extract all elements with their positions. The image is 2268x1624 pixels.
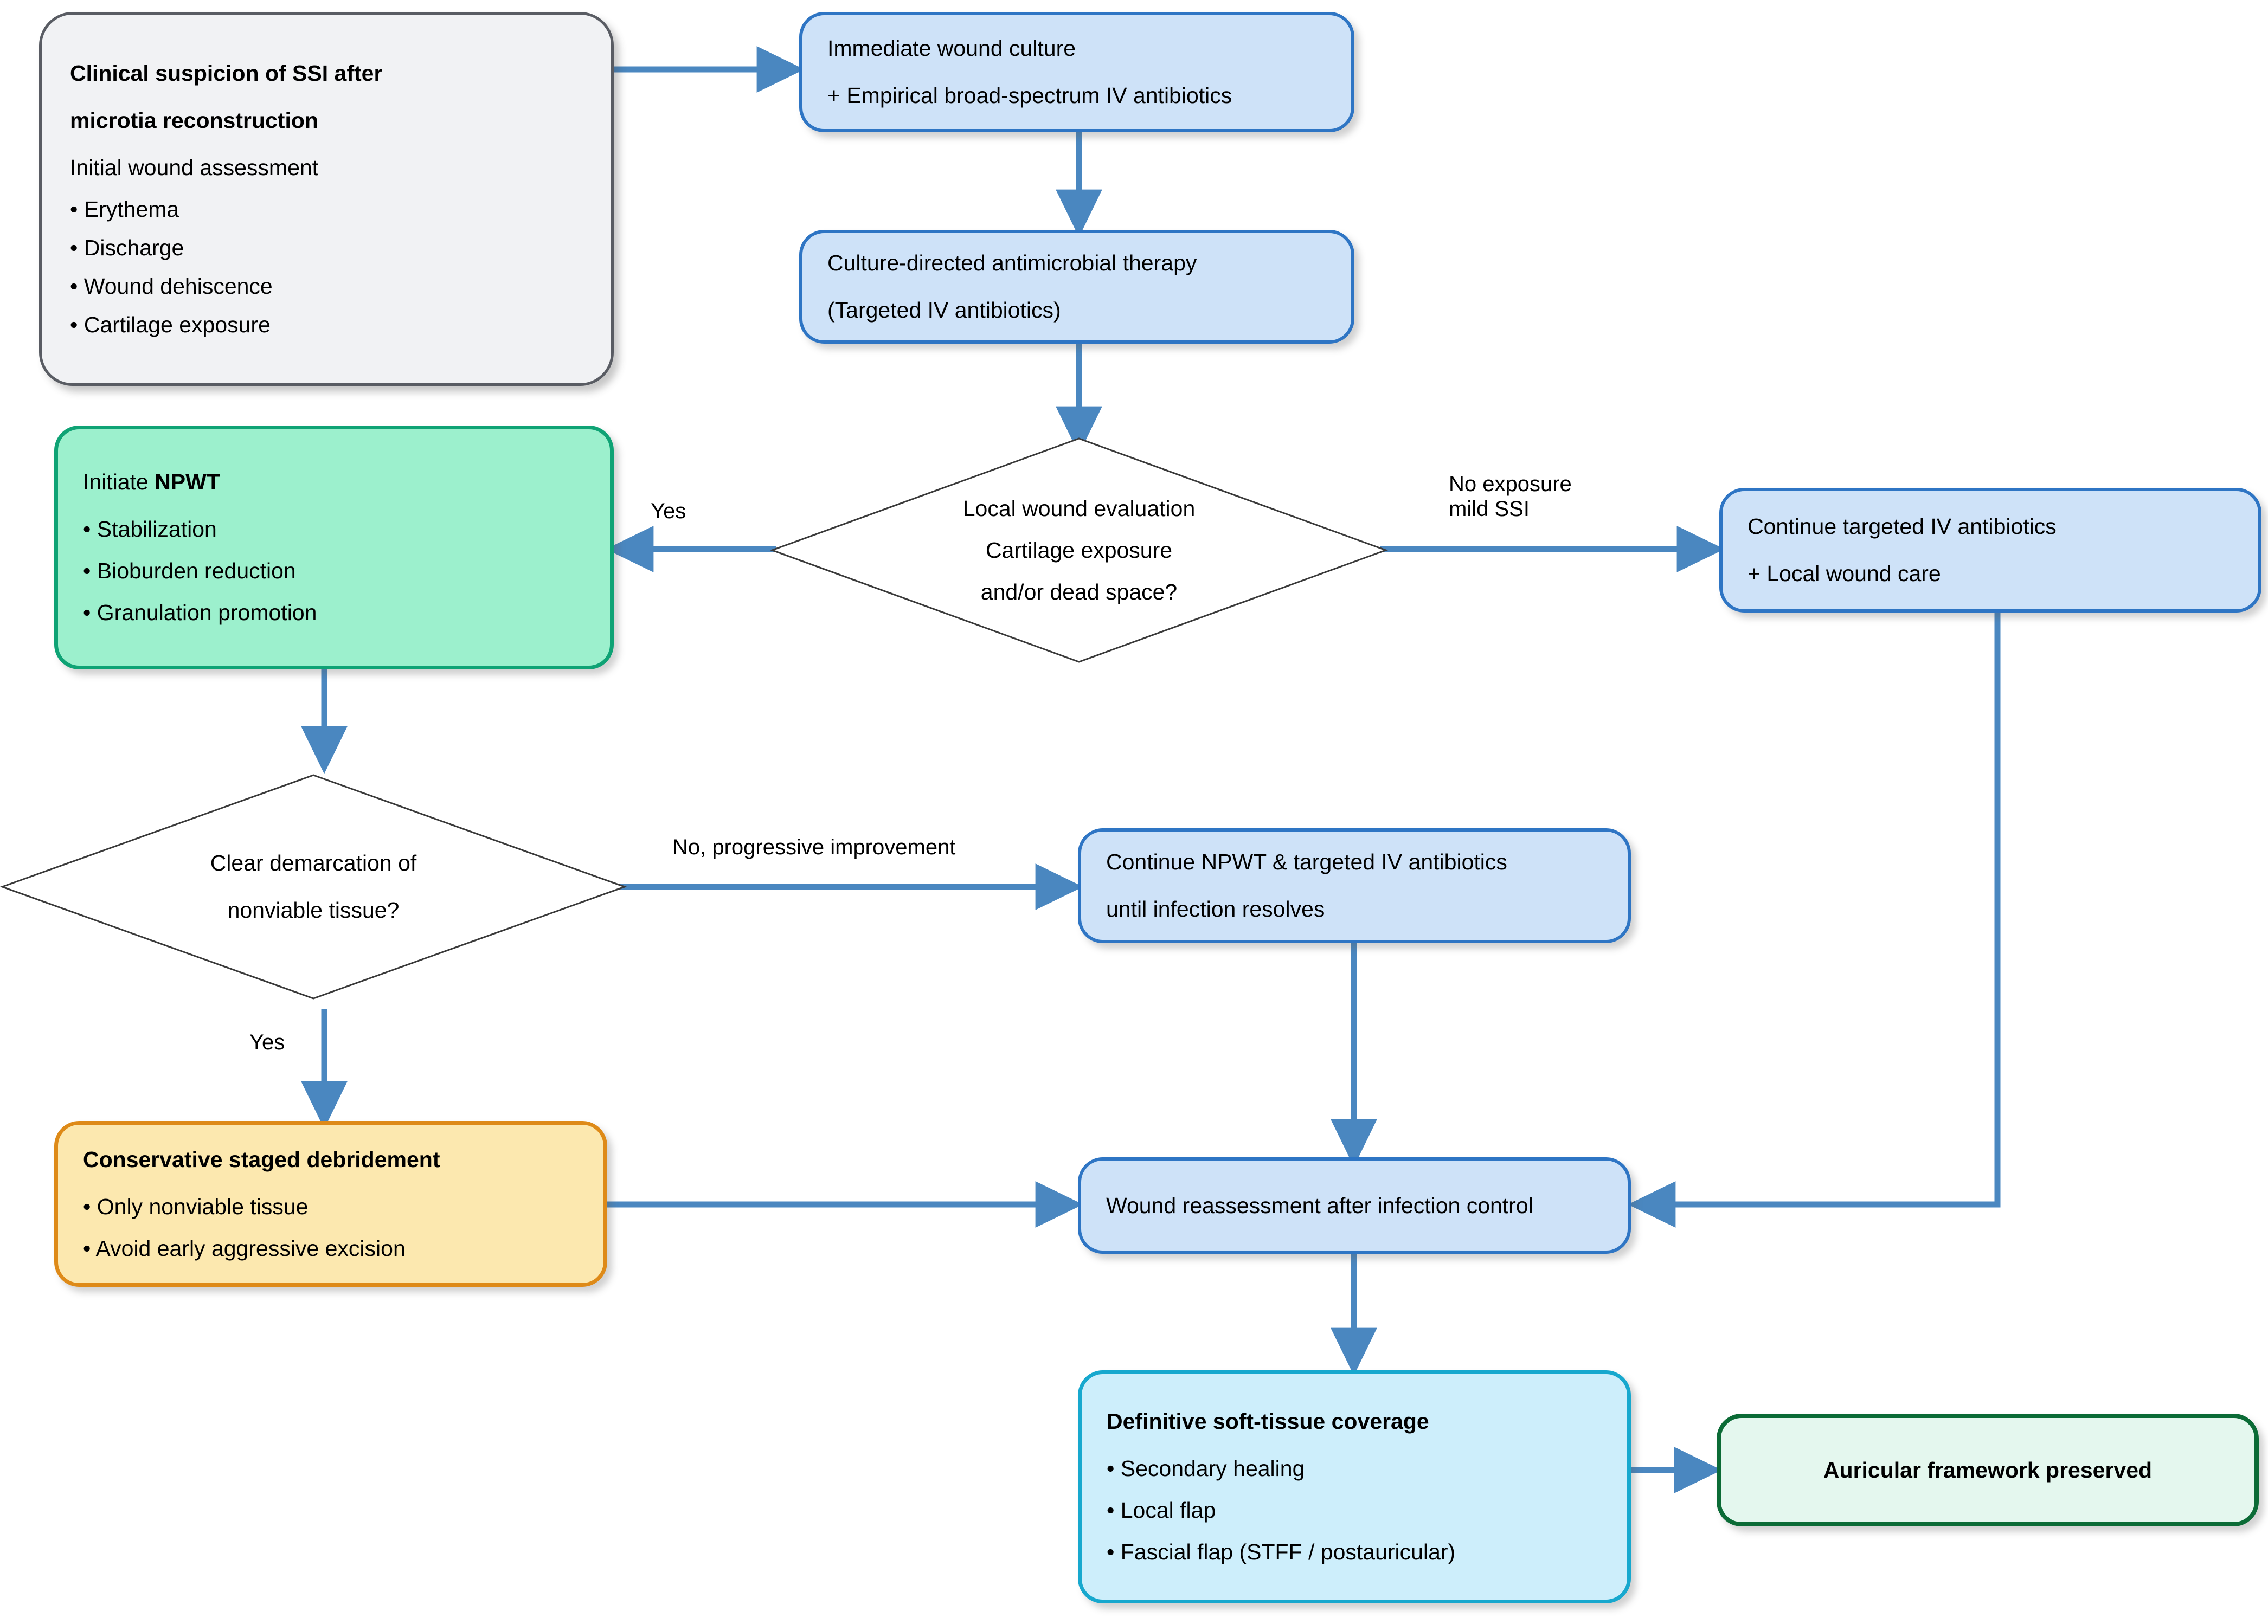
decision2-line1: Clear demarcation of bbox=[210, 850, 417, 875]
npwt-heading: Initiate NPWT bbox=[83, 471, 585, 493]
edge-label-no-progressive: No, progressive improvement bbox=[672, 835, 956, 859]
decision-clear-demarcation[interactable]: Clear demarcation of nonviable tissue? bbox=[0, 773, 627, 1001]
start-heading-line1: Clinical suspicion of SSI after bbox=[70, 60, 383, 86]
edge-label-no-exposure: No exposure mild SSI bbox=[1449, 472, 1572, 522]
start-bullet-erythema: • Erythema bbox=[70, 196, 179, 222]
start-subheading: Initial wound assessment bbox=[70, 154, 319, 180]
npwt-heading-bold: NPWT bbox=[155, 469, 220, 494]
start-bullet-cartilage: • Cartilage exposure bbox=[70, 312, 271, 337]
node-continue-npwt[interactable]: Continue NPWT & targeted IV antibiotics … bbox=[1078, 828, 1631, 943]
continue-npwt-line1: Continue NPWT & targeted IV antibiotics bbox=[1106, 849, 1507, 874]
edge-label-no-exposure-l2: mild SSI bbox=[1449, 497, 1530, 521]
start-heading-line2: microtia reconstruction bbox=[70, 107, 318, 133]
edge-label-yes-demarcation: Yes bbox=[249, 1030, 285, 1054]
outcome-heading: Auricular framework preserved bbox=[1823, 1457, 2153, 1483]
mild-line2: + Local wound care bbox=[1747, 561, 1941, 586]
node-culture-directed-therapy[interactable]: Culture-directed antimicrobial therapy (… bbox=[799, 230, 1354, 344]
coverage-heading: Definitive soft-tissue coverage bbox=[1107, 1409, 1429, 1434]
coverage-bullet-secondary-healing: • Secondary healing bbox=[1107, 1456, 1305, 1481]
continue-npwt-line2: until infection resolves bbox=[1106, 897, 1325, 921]
decision1-line1: Local wound evaluation bbox=[962, 495, 1196, 521]
debridement-heading: Conservative staged debridement bbox=[83, 1146, 440, 1172]
edge-label-yes-cartilage: Yes bbox=[651, 499, 686, 523]
reassessment-line1: Wound reassessment after infection contr… bbox=[1106, 1193, 1533, 1218]
npwt-bullet-granulation: • Granulation promotion bbox=[83, 600, 317, 625]
decision-local-wound-evaluation[interactable]: Local wound evaluation Cartilage exposur… bbox=[769, 436, 1389, 664]
node-continue-targeted-antibiotics[interactable]: Continue targeted IV antibiotics + Local… bbox=[1719, 488, 2261, 613]
culture-line1: Immediate wound culture bbox=[827, 36, 1076, 61]
diamond-shape-2 bbox=[0, 774, 627, 1000]
npwt-heading-pre: Initiate bbox=[83, 469, 155, 494]
node-conservative-debridement[interactable]: Conservative staged debridement • Only n… bbox=[54, 1121, 607, 1287]
node-clinical-suspicion[interactable]: Clinical suspicion of SSI after microtia… bbox=[39, 12, 614, 386]
diamond-shape-1 bbox=[769, 437, 1389, 663]
edge-label-no-exposure-l1: No exposure bbox=[1449, 472, 1572, 496]
node-initiate-npwt[interactable]: Initiate NPWT • Stabilization • Bioburde… bbox=[54, 426, 614, 669]
targeted-line2: (Targeted IV antibiotics) bbox=[827, 298, 1061, 323]
coverage-bullet-fascial-flap: • Fascial flap (STFF / postauricular) bbox=[1107, 1539, 1456, 1564]
node-wound-reassessment[interactable]: Wound reassessment after infection contr… bbox=[1078, 1157, 1631, 1254]
edge-mild-to-reassessment bbox=[1628, 613, 2001, 1228]
decision1-line2: Cartilage exposure bbox=[985, 537, 1173, 563]
node-immediate-wound-culture[interactable]: Immediate wound culture + Empirical broa… bbox=[799, 12, 1354, 132]
targeted-line1: Culture-directed antimicrobial therapy bbox=[827, 250, 1197, 275]
coverage-bullet-local-flap: • Local flap bbox=[1107, 1498, 1216, 1523]
decision2-line2: nonviable tissue? bbox=[227, 898, 400, 923]
culture-line2: + Empirical broad-spectrum IV antibiotic… bbox=[827, 83, 1232, 108]
debridement-bullet-avoid-excision: • Avoid early aggressive excision bbox=[83, 1235, 406, 1261]
npwt-bullet-stabilization: • Stabilization bbox=[83, 517, 217, 542]
start-bullet-dehiscence: • Wound dehiscence bbox=[70, 273, 273, 299]
decision1-line3: and/or dead space? bbox=[980, 579, 1178, 604]
node-definitive-coverage[interactable]: Definitive soft-tissue coverage • Second… bbox=[1078, 1370, 1631, 1603]
debridement-bullet-only-nonviable: • Only nonviable tissue bbox=[83, 1194, 309, 1219]
npwt-bullet-bioburden: • Bioburden reduction bbox=[83, 558, 296, 583]
node-auricular-framework-preserved[interactable]: Auricular framework preserved bbox=[1717, 1414, 2259, 1526]
start-bullet-discharge: • Discharge bbox=[70, 235, 184, 260]
mild-line1: Continue targeted IV antibiotics bbox=[1747, 514, 2057, 539]
